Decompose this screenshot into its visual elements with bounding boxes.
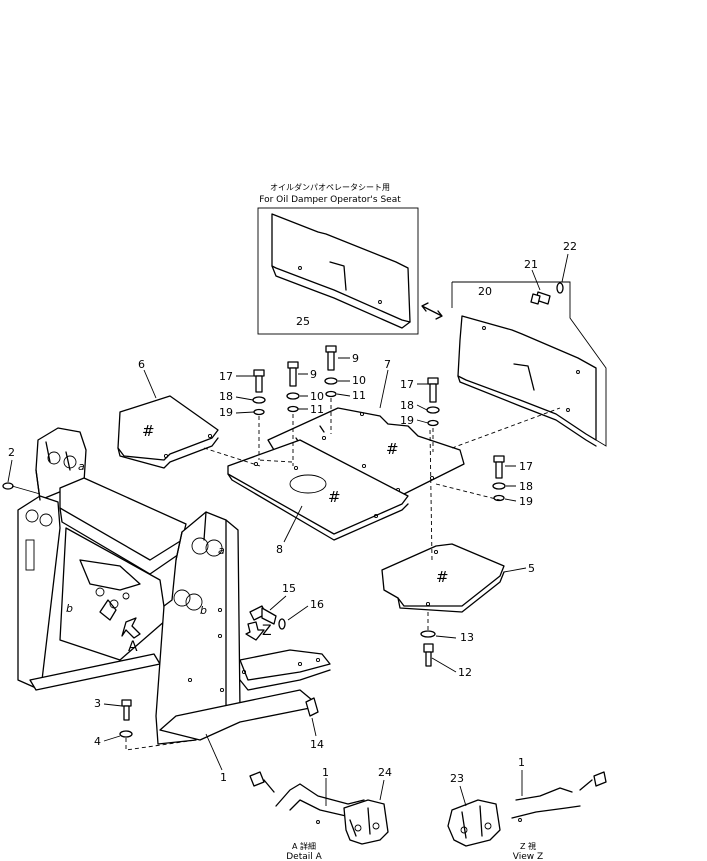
callout-20: 20 [478, 285, 492, 298]
callout-15: 15 [282, 582, 296, 595]
view-letter-z: Z [262, 623, 272, 639]
callout-18c: 18 [519, 480, 533, 493]
callout-1c: 1 [518, 756, 525, 769]
callout-1: 1 [220, 771, 227, 784]
callout-7: 7 [384, 358, 391, 371]
frame-mark-b2: b [66, 602, 73, 615]
bolt-15 [249, 605, 277, 625]
callout-17c: 17 [519, 460, 533, 473]
clip-14 [305, 697, 319, 717]
callout-4: 4 [94, 735, 101, 748]
fastener-stack-left [252, 369, 266, 460]
bolt-21 [530, 291, 551, 305]
callout-17b: 17 [400, 378, 414, 391]
inset-caption-en: For Oil Damper Operator's Seat [259, 195, 401, 205]
callout-13: 13 [460, 631, 474, 644]
callout-10a: 10 [310, 390, 324, 403]
view-z-view [447, 771, 607, 847]
callout-1b: 1 [322, 766, 329, 779]
callout-11b: 11 [352, 389, 366, 402]
fastener-stack-far-right [492, 455, 506, 502]
callout-10b: 10 [352, 374, 366, 387]
callout-2: 2 [8, 446, 15, 459]
frame-mark-a2: a [78, 460, 85, 473]
frame-mark-a1: a [218, 544, 225, 557]
interchange-arrow-icon [421, 302, 443, 320]
oil-damper-seat-inset: オイルダンパオペレータシート用 For Oil Damper Operator'… [257, 182, 419, 335]
callout-9a: 9 [310, 368, 317, 381]
callout-3: 3 [94, 697, 101, 710]
callout-25: 25 [296, 315, 310, 328]
detail-a-view [249, 771, 389, 845]
callout-23: 23 [450, 772, 464, 785]
callout-24: 24 [378, 766, 392, 779]
plate-6: # [117, 395, 219, 469]
frame-mark-b1: b [200, 604, 207, 617]
plate-8-mark: # [328, 488, 341, 506]
detail-a-label-en: Detail A [286, 852, 322, 861]
callout-11a: 11 [310, 403, 324, 416]
callout-19a: 19 [219, 406, 233, 419]
cover-plate-20 [451, 281, 607, 447]
cover-plate-25 [271, 213, 411, 323]
callout-5: 5 [528, 562, 535, 575]
callout-9b: 9 [352, 352, 359, 365]
view-arrow-a-icon [121, 617, 141, 639]
callout-14: 14 [310, 738, 324, 751]
callout-18a: 18 [219, 390, 233, 403]
callout-8: 8 [276, 543, 283, 556]
fastener-stack-mid-right [324, 345, 338, 434]
callout-18b: 18 [400, 399, 414, 412]
plate-5-mark: # [436, 568, 449, 586]
view-arrow-z-icon [245, 621, 265, 641]
view-z-label-en: View Z [513, 852, 543, 861]
washer-16 [278, 618, 286, 630]
view-z-label-jp: Z 視 [520, 842, 536, 851]
callout-19c: 19 [519, 495, 533, 508]
bolt-2 [2, 482, 14, 490]
callout-22: 22 [563, 240, 577, 253]
view-letter-a: A [128, 639, 138, 655]
callout-6: 6 [138, 358, 145, 371]
inset-caption-jp: オイルダンパオペレータシート用 [270, 182, 390, 192]
washer-22 [556, 282, 564, 294]
plate-7-mark: # [386, 440, 399, 458]
callout-17a: 17 [219, 370, 233, 383]
detail-a-label-jp: A 詳細 [292, 841, 316, 851]
fastener-stack-mid [286, 361, 300, 466]
washer-13 [420, 630, 436, 638]
callout-19b: 19 [400, 414, 414, 427]
bolt-3 [121, 699, 132, 721]
floor-plate-8: # [227, 439, 409, 541]
callout-21: 21 [524, 258, 538, 271]
plate-6-mark: # [142, 422, 155, 440]
plate-5: # [381, 543, 505, 613]
main-frame-1 [17, 427, 331, 745]
washer-4 [119, 730, 133, 738]
bolt-12 [423, 643, 434, 667]
callout-16: 16 [310, 598, 324, 611]
callout-12: 12 [458, 666, 472, 679]
